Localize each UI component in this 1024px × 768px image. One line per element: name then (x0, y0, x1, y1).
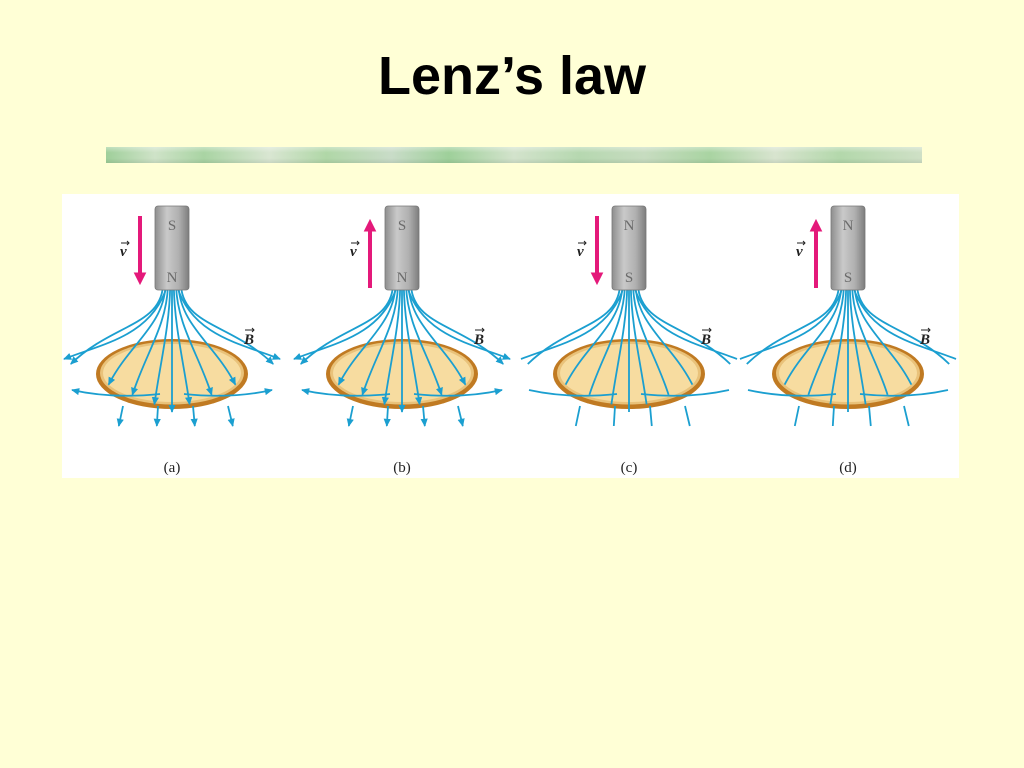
panel-caption: (d) (839, 460, 857, 476)
bar-magnet: SN (154, 205, 190, 291)
magnetic-field-label: B (243, 327, 255, 348)
magnetic-field-label: B (919, 327, 931, 348)
panel-caption: (a) (164, 460, 181, 476)
svg-text:B: B (919, 332, 930, 348)
magnetic-field-label: B (700, 327, 712, 348)
magnet-top-pole-label: S (168, 218, 176, 234)
magnet-top-pole-label: N (843, 218, 854, 234)
field-lines (293, 285, 511, 427)
svg-text:B: B (243, 332, 254, 348)
magnetic-field-label: B (473, 327, 485, 348)
field-lines (520, 285, 738, 427)
panel-caption: (b) (393, 460, 411, 476)
velocity-label: v (120, 244, 127, 260)
bar-magnet: SN (384, 205, 420, 291)
panel-caption: (c) (621, 460, 638, 476)
field-lines (739, 285, 957, 427)
slide-title: Lenz’s law (377, 46, 647, 106)
magnet-bottom-pole-label: N (397, 270, 408, 286)
velocity-label: v (350, 244, 357, 260)
velocity-label: v (577, 244, 584, 260)
velocity-arrow: v (796, 218, 823, 288)
magnet-bottom-pole-label: S (625, 270, 633, 286)
magnet-bottom-pole-label: N (167, 270, 178, 286)
svg-text:B: B (473, 332, 484, 348)
magnet-bottom-pole-label: S (844, 270, 852, 286)
bar-magnet: NS (830, 205, 866, 291)
bar-magnet: NS (611, 205, 647, 291)
field-lines (63, 285, 281, 427)
velocity-arrow: v (577, 216, 604, 286)
title-divider (106, 147, 922, 163)
magnet-top-pole-label: N (624, 218, 635, 234)
magnet-top-pole-label: S (398, 218, 406, 234)
velocity-arrow: v (350, 218, 377, 288)
velocity-label: v (796, 244, 803, 260)
velocity-arrow: v (120, 216, 147, 286)
svg-text:B: B (700, 332, 711, 348)
